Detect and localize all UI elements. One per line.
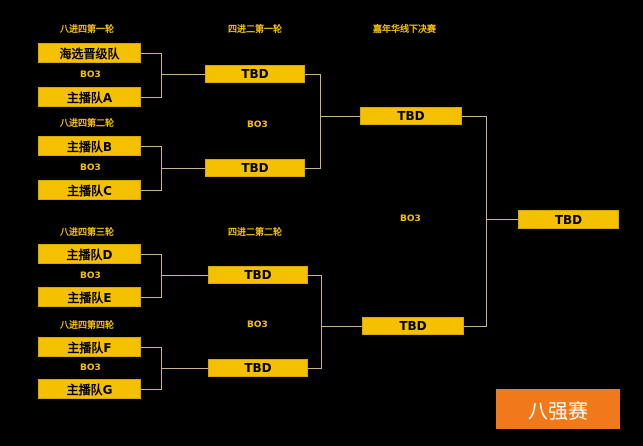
team-slot[interactable]: 主播队E <box>38 287 141 307</box>
final-slot[interactable]: TBD <box>362 317 464 335</box>
connector-line <box>305 168 321 169</box>
connector-line <box>141 53 162 54</box>
match-format-label: BO3 <box>247 320 268 330</box>
connector-line <box>464 326 487 327</box>
team-slot[interactable]: 主播队D <box>38 244 141 264</box>
team-slot[interactable]: 主播队G <box>38 379 141 399</box>
connector-line <box>320 74 321 169</box>
semifinal-slot[interactable]: TBD <box>208 266 308 284</box>
semifinal-slot[interactable]: TBD <box>205 159 305 177</box>
match-format-label: BO3 <box>80 163 101 173</box>
match-format-label: BO3 <box>400 214 421 224</box>
team-slot[interactable]: 主播队B <box>38 136 141 156</box>
round-header-4to2-2: 四进二第二轮 <box>228 228 283 238</box>
round-header-4to2-1: 四进二第一轮 <box>228 25 283 35</box>
team-slot[interactable]: 海选晋级队 <box>38 43 141 63</box>
connector-line <box>321 275 322 369</box>
connector-line <box>161 254 162 298</box>
connector-line <box>486 219 518 220</box>
final-slot[interactable]: TBD <box>360 107 462 125</box>
connector-line <box>141 146 162 147</box>
connector-line <box>161 368 208 369</box>
semifinal-slot[interactable]: TBD <box>205 65 305 83</box>
champion-slot[interactable]: TBD <box>518 210 619 229</box>
round-header-8to4-3: 八进四第三轮 <box>60 228 115 238</box>
connector-line <box>462 116 487 117</box>
team-slot[interactable]: 主播队A <box>38 87 141 107</box>
connector-line <box>141 254 162 255</box>
semifinal-slot[interactable]: TBD <box>208 359 308 377</box>
connector-line <box>308 368 322 369</box>
round-header-final: 嘉年华线下决赛 <box>373 25 437 35</box>
connector-line <box>486 116 487 327</box>
connector-line <box>321 326 362 327</box>
connector-line <box>161 74 205 75</box>
match-format-label: BO3 <box>80 363 101 373</box>
connector-line <box>141 97 162 98</box>
team-slot[interactable]: 主播队C <box>38 180 141 200</box>
connector-line <box>320 116 360 117</box>
connector-line <box>141 389 162 390</box>
connector-line <box>161 53 162 98</box>
match-format-label: BO3 <box>80 271 101 281</box>
connector-line <box>141 297 162 298</box>
connector-line <box>161 275 208 276</box>
round-header-8to4-4: 八进四第四轮 <box>60 321 115 331</box>
connector-line <box>308 275 322 276</box>
connector-line <box>161 168 205 169</box>
connector-line <box>305 74 321 75</box>
team-slot[interactable]: 主播队F <box>38 337 141 357</box>
match-format-label: BO3 <box>80 70 101 80</box>
round-header-8to4-1: 八进四第一轮 <box>60 25 115 35</box>
connector-line <box>141 190 162 191</box>
stage-badge: 八强赛 <box>496 389 620 429</box>
round-header-8to4-2: 八进四第二轮 <box>60 119 115 129</box>
match-format-label: BO3 <box>247 120 268 130</box>
connector-line <box>141 347 162 348</box>
